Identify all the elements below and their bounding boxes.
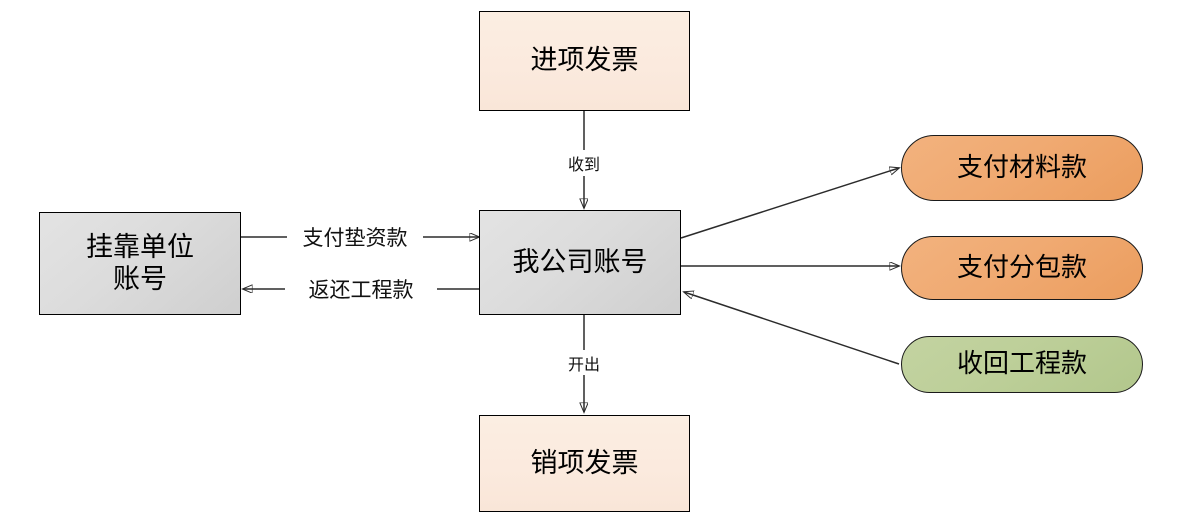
node-my-account-label: 我公司账号	[512, 246, 648, 277]
node-recover-project-label: 收回工程款	[956, 349, 1087, 379]
node-input-invoice-label: 进项发票	[530, 45, 639, 76]
edge-recover-project-to-account	[684, 292, 900, 365]
edge-label-received: 收到	[564, 151, 604, 175]
edge-label-pay-advance-text: 支付垫资款	[302, 226, 408, 250]
edge-label-return-project-funds: 返还工程款	[305, 274, 417, 304]
edge-label-issued: 开出	[564, 351, 604, 375]
node-pay-subcontract[interactable]: 支付分包款	[901, 236, 1143, 300]
node-partner-account-label-line2: 账号	[113, 263, 167, 294]
node-output-invoice-label: 销项发票	[530, 447, 639, 478]
node-recover-project[interactable]: 收回工程款	[901, 336, 1143, 393]
node-pay-subcontract-label: 支付分包款	[956, 252, 1087, 282]
node-pay-material-label: 支付材料款	[956, 152, 1087, 182]
node-partner-account[interactable]: 挂靠单位 账号	[39, 212, 241, 315]
edge-label-return-project-funds-text: 返还工程款	[308, 278, 414, 302]
edge-label-issued-text: 开出	[567, 357, 601, 374]
node-pay-material[interactable]: 支付材料款	[901, 135, 1143, 201]
node-my-account[interactable]: 我公司账号	[479, 210, 681, 315]
edge-label-received-text: 收到	[567, 157, 601, 174]
node-partner-account-label-line1: 挂靠单位	[86, 231, 194, 262]
node-output-invoice[interactable]: 销项发票	[479, 415, 690, 512]
node-input-invoice[interactable]: 进项发票	[479, 11, 690, 111]
edge-account-to-pay-material	[680, 168, 899, 239]
edge-label-pay-advance: 支付垫资款	[299, 222, 411, 252]
